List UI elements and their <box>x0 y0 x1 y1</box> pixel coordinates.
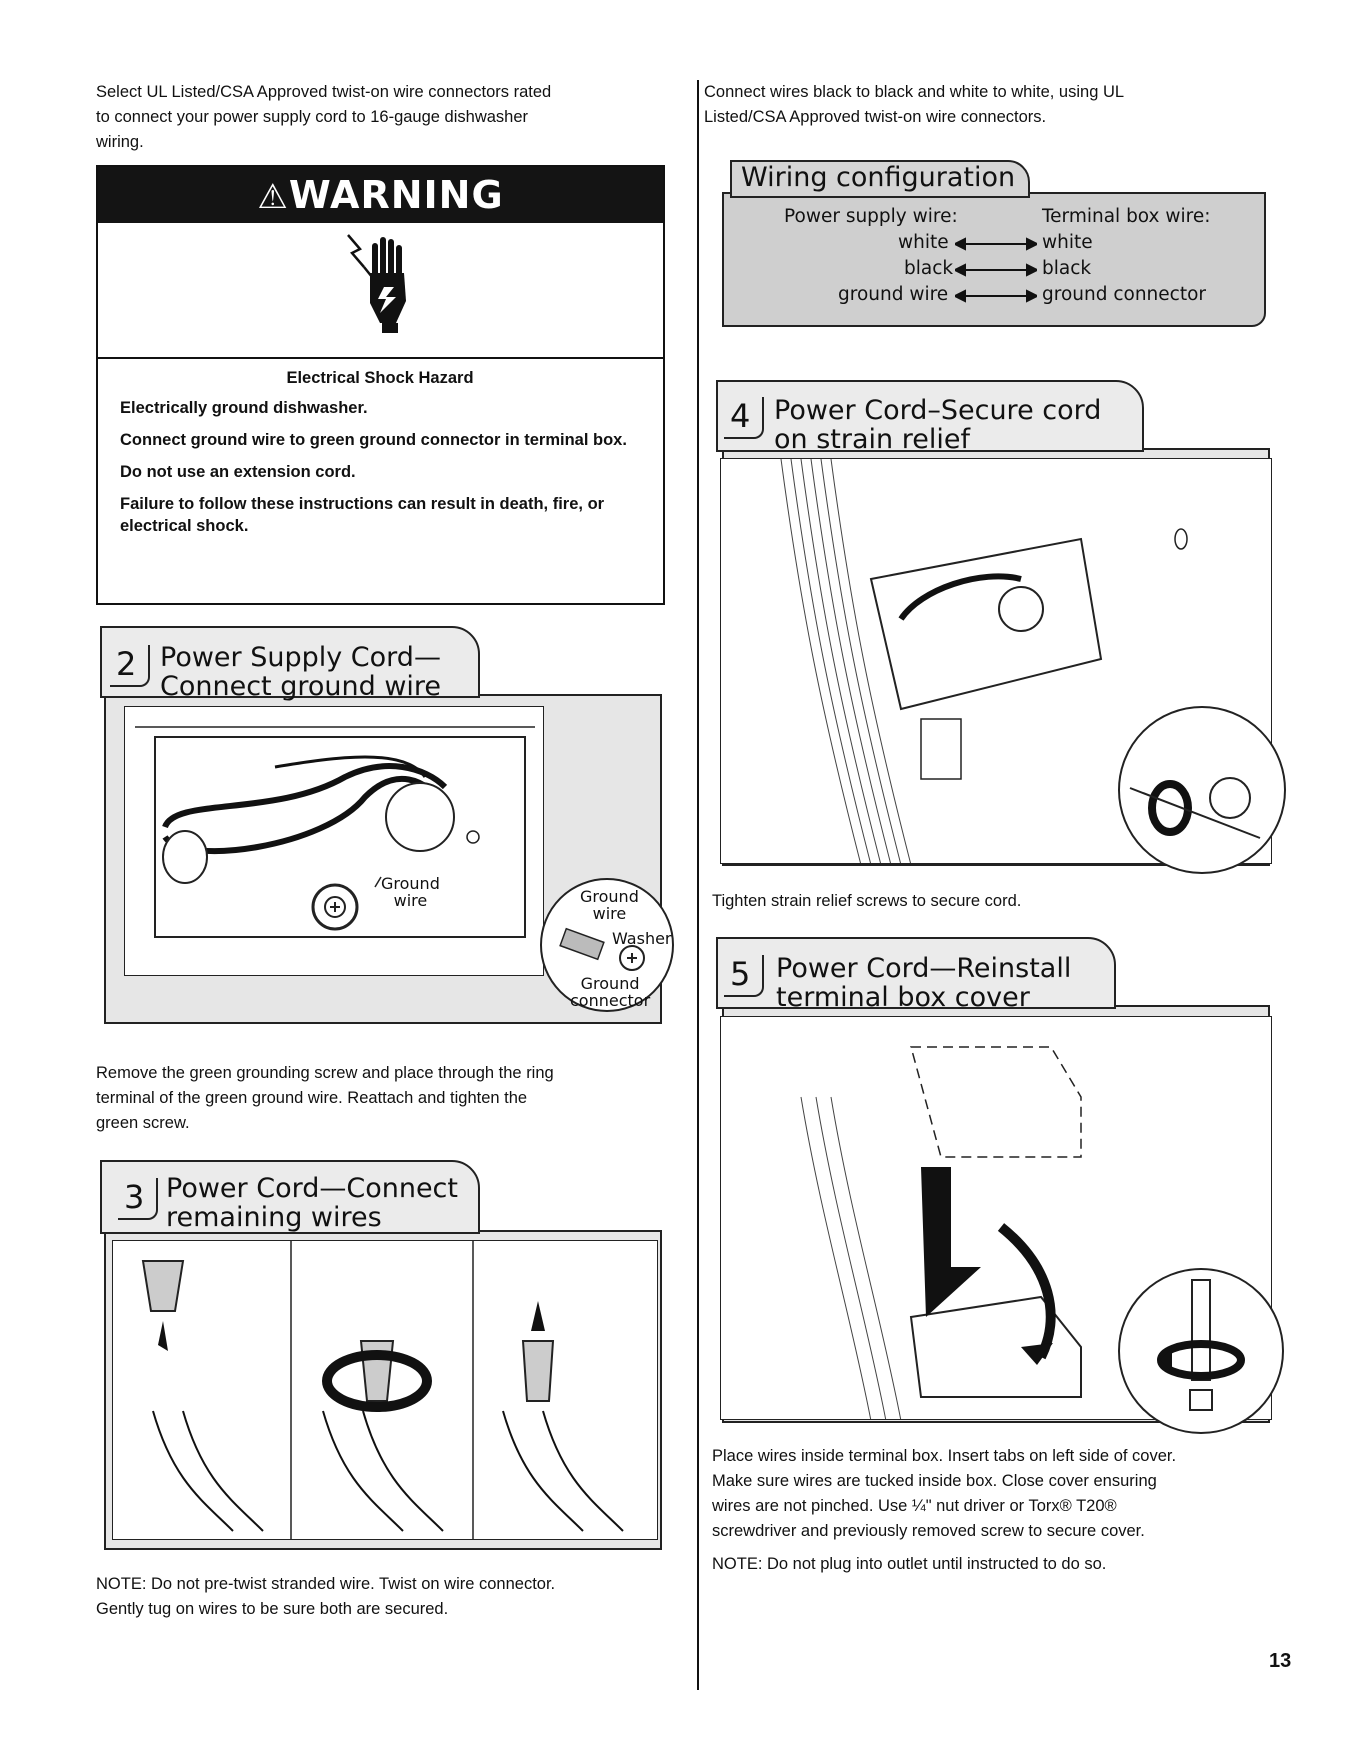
hazard-title: Electrical Shock Hazard <box>286 369 474 387</box>
callout-ground-connector: Ground connector <box>570 975 650 1009</box>
wiring-row-left: ground wire <box>838 284 949 305</box>
wiring-config-tab <box>730 160 1030 198</box>
terminal-box-header: Terminal box wire: <box>1042 206 1211 227</box>
step3-number-bracket <box>118 1178 158 1220</box>
rotate-screwdriver-icon <box>1157 1279 1245 1411</box>
step4-number-bracket <box>724 397 764 439</box>
power-supply-header: Power supply wire: <box>784 206 958 227</box>
step5-tab <box>716 937 1116 1009</box>
step4-callout-circle <box>1118 706 1286 874</box>
step4-title: Power Cord–Secure cord on strain relief <box>774 396 1101 454</box>
intro-left-line: to connect your power supply cord to 16-… <box>96 108 529 126</box>
step5-caption-line: Make sure wires are tucked inside box. C… <box>712 1472 1157 1490</box>
step5-title-line: Power Cord—Reinstall <box>776 953 1072 984</box>
step4-illustration <box>720 458 1272 864</box>
callout-washer-label: Washer <box>612 929 672 948</box>
rotate-screw-icon <box>1129 777 1261 839</box>
callout-connector-line: connector <box>570 991 651 1010</box>
page-number: 13 <box>1269 1650 1292 1672</box>
step2-number-bracket <box>110 645 150 687</box>
step2-caption-line: green screw. <box>96 1114 190 1132</box>
wiring-row-right: white <box>1042 232 1093 253</box>
column-divider <box>697 80 699 1690</box>
intro-left-line: wiring. <box>96 133 144 151</box>
ground-wire-label-line: Ground <box>381 874 440 893</box>
step2-tab <box>100 626 480 698</box>
step3-note: NOTE: Do not pre-twist stranded wire. Tw… <box>96 1572 686 1622</box>
step4-tab <box>716 380 1144 452</box>
warning-line: Connect ground wire to green ground conn… <box>120 431 627 449</box>
step2-illustration: Ground wire <box>124 706 544 976</box>
warning-line: Electrically ground dishwasher. <box>120 399 368 417</box>
warning-box: ⚠WARNING Electrical Shock Hazard Electri… <box>96 165 665 605</box>
step5-number: 5 <box>730 955 751 993</box>
step5-caption-line: wires are not pinched. Use ¼" nut driver… <box>712 1497 1117 1515</box>
intro-right-line: Connect wires black to black and white t… <box>704 83 1125 101</box>
step5-title-line: terminal box cover <box>776 982 1030 1013</box>
step3-number: 3 <box>124 1178 145 1216</box>
intro-right: Connect wires black to black and white t… <box>704 80 1304 130</box>
step3-tab <box>100 1160 480 1234</box>
step5-number-bracket <box>724 955 764 997</box>
step5-callout-circle <box>1118 1268 1284 1434</box>
strain-relief-drawing <box>780 459 1188 863</box>
wiring-row-right: ground connector <box>1042 284 1207 305</box>
step5-caption: Place wires inside terminal box. Insert … <box>712 1444 1312 1577</box>
step3-note-line: NOTE: Do not pre-twist stranded wire. Tw… <box>96 1575 556 1593</box>
wiring-config-box <box>722 192 1266 327</box>
step2-title-line: Power Supply Cord— <box>160 642 441 673</box>
step4-title-line: Power Cord–Secure cord <box>774 395 1102 426</box>
callout-ground-wire: Ground wire <box>580 888 639 922</box>
wiring-row-left: white <box>898 232 949 253</box>
step2-title-line: Connect ground wire <box>160 671 442 702</box>
warning-icon-area <box>98 223 663 359</box>
callout-wire-label: wire <box>592 904 627 923</box>
warning-header: ⚠WARNING <box>98 167 663 223</box>
step2-number: 2 <box>116 645 137 683</box>
step2-caption: Remove the green grounding screw and pla… <box>96 1061 676 1136</box>
step3-title-line: Power Cord—Connect <box>166 1173 458 1204</box>
step5-caption-line: screwdriver and previously removed screw… <box>712 1522 1145 1540</box>
warning-header-text: WARNING <box>288 173 504 217</box>
wiring-row-left: black <box>904 258 954 279</box>
step5-note: NOTE: Do not plug into outlet until inst… <box>712 1555 1107 1573</box>
step2-callout-circle: Ground wire Washer Ground connector <box>540 878 674 1012</box>
warning-triangle-icon: ⚠ <box>257 177 289 217</box>
electric-shock-hand-icon <box>347 234 406 333</box>
step2-caption-line: Remove the green grounding screw and pla… <box>96 1064 554 1082</box>
wiring-row-right: black <box>1042 258 1092 279</box>
step3-title: Power Cord—Connect remaining wires <box>166 1174 458 1232</box>
step2-title: Power Supply Cord— Connect ground wire <box>160 643 441 701</box>
step3-note-line: Gently tug on wires to be sure both are … <box>96 1600 449 1618</box>
step3-illustration <box>112 1240 658 1540</box>
step2-caption-line: terminal of the green ground wire. Reatt… <box>96 1089 528 1107</box>
step5-caption-line: Place wires inside terminal box. Insert … <box>712 1447 1177 1465</box>
intro-left: Select UL Listed/CSA Approved twist-on w… <box>96 80 676 155</box>
step3-title-line: remaining wires <box>166 1202 382 1233</box>
terminal-cover-drawing <box>800 1046 1082 1419</box>
intro-left-line: Select UL Listed/CSA Approved twist-on w… <box>96 83 552 101</box>
warning-line: Failure to follow these instructions can… <box>120 495 605 535</box>
ground-wire-label: Ground wire <box>381 875 440 909</box>
intro-right-line: Listed/CSA Approved twist-on wire connec… <box>704 108 1047 126</box>
callout-ground-label: Ground <box>580 887 639 906</box>
step4-caption: Tighten strain relief screws to secure c… <box>712 892 1022 910</box>
step5-title: Power Cord—Reinstall terminal box cover <box>776 954 1071 1012</box>
wiring-arrows <box>955 237 1037 303</box>
callout-connector-line: Ground <box>580 974 640 993</box>
ground-wire-label-line: wire <box>393 891 428 910</box>
step4-number: 4 <box>730 397 751 435</box>
wiring-config-title: Wiring configuration <box>741 162 1016 193</box>
warning-line: Do not use an extension cord. <box>120 463 356 481</box>
terminal-box-drawing <box>135 726 535 938</box>
warning-body: Electrical Shock Hazard Electrically gro… <box>120 367 640 547</box>
twist-connector-drawing <box>141 1241 624 1539</box>
step4-title-line: on strain relief <box>774 424 970 455</box>
washer-screw-drawing <box>559 927 645 971</box>
